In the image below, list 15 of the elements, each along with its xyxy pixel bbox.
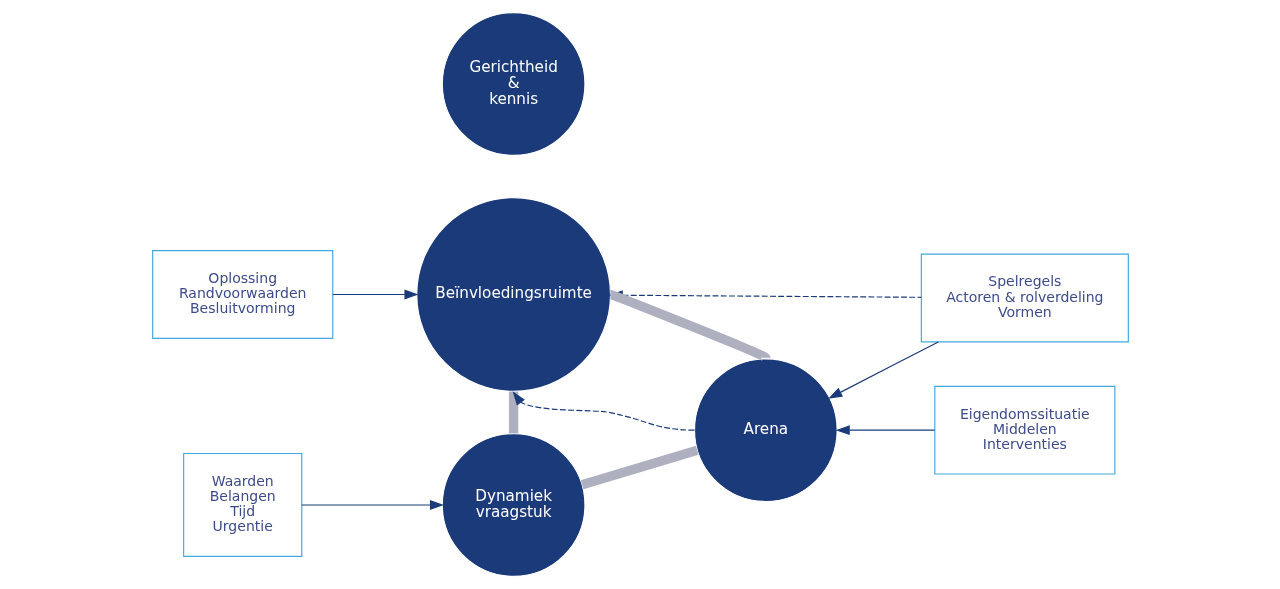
connector [508, 391, 518, 434]
node-box: Eigendomssituatie Middelen Interventies [933, 385, 1115, 475]
arrow [512, 391, 695, 431]
arrow [300, 500, 444, 510]
node-circle: Arena [693, 358, 838, 503]
arrow [835, 425, 935, 436]
node-box: Spelregels Actoren & rolverdeling Vormen [920, 253, 1129, 343]
arrow [331, 289, 418, 300]
node-circle: Dynamiek vraagstuk [441, 433, 586, 577]
arrow [827, 341, 939, 399]
node-circle: Gerichtheid & kennis [441, 12, 586, 156]
node-box: Oplossing Randvoorwaarden Besluitvorming [151, 250, 333, 339]
node-box: Waarden Belangen Tijd Urgentie [182, 452, 302, 557]
node-circle: Beïnvloedingsruimte [415, 197, 611, 392]
connector [580, 445, 699, 490]
